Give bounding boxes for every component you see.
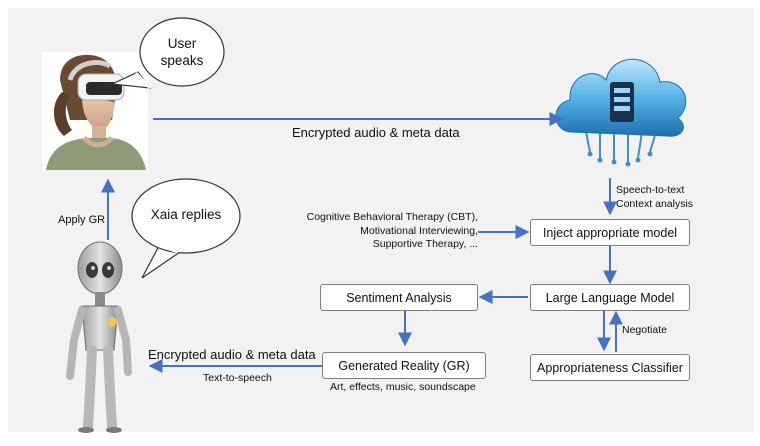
llm-box: Large Language Model bbox=[530, 284, 690, 311]
robot-image bbox=[66, 241, 132, 433]
therapy-cbt: Cognitive Behavioral Therapy (CBT), bbox=[306, 211, 478, 223]
inject-model-box: Inject appropriate model bbox=[530, 219, 690, 246]
sentiment-analysis-box: Sentiment Analysis bbox=[320, 284, 478, 311]
user-bubble-line-2: speaks bbox=[160, 53, 204, 68]
user-vr-image bbox=[42, 52, 148, 170]
label-text-to-speech: Text-to-speech bbox=[203, 372, 272, 384]
user-bubble-line-1: User bbox=[167, 36, 197, 51]
appropriateness-classifier-box: Appropriateness Classifier bbox=[530, 354, 690, 381]
label-speech-to-text: Speech-to-text bbox=[616, 184, 685, 196]
user-bubble-text: User speaks bbox=[150, 35, 214, 69]
label-apply-gr: Apply GR bbox=[58, 214, 106, 226]
label-encrypted-top: Encrypted audio & meta data bbox=[292, 125, 460, 140]
label-context-analysis: Context analysis bbox=[616, 198, 694, 210]
cloud-server-image bbox=[555, 58, 687, 167]
therapy-supportive: Supportive Therapy, ... bbox=[372, 238, 478, 250]
xaia-speech-bubble bbox=[131, 178, 241, 279]
label-encrypted-bottom: Encrypted audio & meta data bbox=[148, 347, 316, 362]
label-gr-outputs: Art, effects, music, soundscape bbox=[330, 381, 476, 393]
user-speech-bubble bbox=[109, 17, 225, 90]
generated-reality-box: Generated Reality (GR) bbox=[322, 352, 486, 379]
xaia-bubble-text: Xaia replies bbox=[150, 207, 222, 222]
therapies-label: Cognitive Behavioral Therapy (CBT), Moti… bbox=[278, 211, 478, 252]
label-negotiate: Negotiate bbox=[622, 324, 667, 336]
therapy-mi: Motivational Interviewing, bbox=[360, 224, 478, 237]
